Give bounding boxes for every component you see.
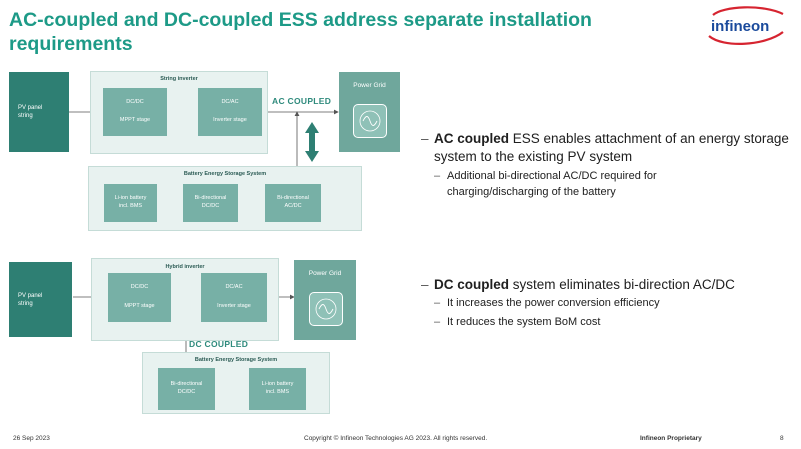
dc-grid-sine-icon <box>315 298 337 320</box>
dc-main-bold: DC coupled <box>434 277 510 292</box>
ac-grid-label: Power Grid <box>353 82 386 89</box>
ac-main-bullet: – AC coupled ESS enables attachment of a… <box>421 130 791 166</box>
bullet-dash: – <box>434 170 441 182</box>
dc-power-grid: Power Grid <box>294 260 356 340</box>
dc-dcdc-label: DC/DC <box>130 284 149 290</box>
footer-date: 26 Sep 2023 <box>13 435 50 442</box>
logo-text: infineon <box>711 18 769 35</box>
dc-battery-box: Li-ion battery incl. BMS <box>249 368 306 410</box>
ac-battery-line2: incl. BMS <box>118 203 143 209</box>
ac-dcdc-box: DC/DC MPPT stage <box>103 88 167 136</box>
ac-bidcdc-line2: DC/DC <box>201 203 220 209</box>
dc-dcdc-box: DC/DC MPPT stage <box>108 273 171 322</box>
ac-bidac-line1: Bi-directional <box>277 195 309 201</box>
ac-main-bold: AC coupled <box>434 131 510 146</box>
dc-inverter-title: Hybrid inverter <box>165 264 205 270</box>
ac-dcdc-sub: MPPT stage <box>119 117 151 123</box>
dc-main-bullet: – DC coupled system eliminates bi-direct… <box>421 276 791 294</box>
dc-pv-line1: PV panel <box>18 292 43 299</box>
dc-bidcdc-line2: DC/DC <box>177 389 196 395</box>
ac-bidcdc-box: Bi-directional DC/DC <box>183 184 238 222</box>
ac-coupling-arrow <box>305 122 319 162</box>
ac-dcac-sub: Inverter stage <box>213 117 247 123</box>
dc-sub-bullet-1: – It increases the power conversion effi… <box>434 295 791 311</box>
dc-battery-line2: incl. BMS <box>265 389 290 395</box>
dc-main-rest: system eliminates bi-direction AC/DC <box>509 277 735 292</box>
dc-bidcdc-box: Bi-directional DC/DC <box>158 368 215 410</box>
dc-dcac-sub: Inverter stage <box>217 303 251 309</box>
ac-main-rest: ESS enables attachment of an energy stor… <box>434 131 789 164</box>
ac-dcac-label: DC/AC <box>221 99 239 105</box>
ac-pv-panel-box: PV panel string <box>9 72 69 152</box>
footer-page-number: 8 <box>780 435 784 442</box>
dc-dcac-box: DC/AC Inverter stage <box>201 273 267 322</box>
bullet-dash: – <box>434 316 441 328</box>
ac-bess-title: Battery Energy Storage System <box>183 171 267 177</box>
dc-battery-line1: Li-ion battery <box>261 381 294 387</box>
dc-sub-text-1: It increases the power conversion effici… <box>447 297 660 309</box>
ac-bidac-box: Bi-directional AC/DC <box>265 184 321 222</box>
ac-pv-line1: PV panel <box>18 105 43 111</box>
dc-pv-line2: string <box>18 300 33 307</box>
ac-grid-sine-icon <box>359 110 381 132</box>
infineon-logo: infineon <box>708 6 784 45</box>
dc-bidcdc-line1: Bi-directional <box>170 381 203 387</box>
bullet-dash: – <box>434 297 441 309</box>
page-title: AC-coupled and DC-coupled ESS address se… <box>9 9 592 55</box>
dc-dcdc-sub: MPPT stage <box>124 303 155 309</box>
ac-inverter-title: String inverter <box>160 76 198 82</box>
dc-pv-panel-box: PV panel string <box>9 262 72 337</box>
dc-dcac-label: DC/AC <box>225 284 243 290</box>
ac-dcac-box: DC/AC Inverter stage <box>198 88 262 136</box>
dc-bess-title: Battery Energy Storage System <box>194 357 278 363</box>
dc-coupled-label: DC COUPLED <box>189 339 249 349</box>
dc-bullets: – DC coupled system eliminates bi-direct… <box>421 276 791 330</box>
ac-coupled-label: AC COUPLED <box>272 96 332 106</box>
ac-bidac-line2: AC/DC <box>284 203 302 209</box>
bullet-dash: – <box>421 277 429 292</box>
ac-pv-line2: string <box>18 113 33 119</box>
ac-bullets: – AC coupled ESS enables attachment of a… <box>421 130 791 200</box>
ac-battery-box: Li-ion battery incl. BMS <box>104 184 157 222</box>
dc-sub-text-2: It reduces the system BoM cost <box>447 316 601 328</box>
ac-sub-bullet: – Additional bi-directional AC/DC requir… <box>434 168 791 200</box>
dc-grid-label: Power Grid <box>308 270 342 277</box>
ac-battery-line1: Li-ion battery <box>114 195 147 201</box>
footer-copyright: Copyright © Infineon Technologies AG 202… <box>304 435 488 442</box>
ac-bidcdc-line1: Bi-directional <box>194 195 227 201</box>
bullet-dash: – <box>421 131 429 146</box>
ac-sub-text: Additional bi-directional AC/DC required… <box>447 170 657 198</box>
ac-power-grid: Power Grid <box>339 72 400 152</box>
dc-sub-bullet-2: – It reduces the system BoM cost <box>434 314 791 330</box>
ac-dcdc-label: DC/DC <box>126 99 144 105</box>
footer-proprietary: Infineon Proprietary <box>640 435 702 442</box>
